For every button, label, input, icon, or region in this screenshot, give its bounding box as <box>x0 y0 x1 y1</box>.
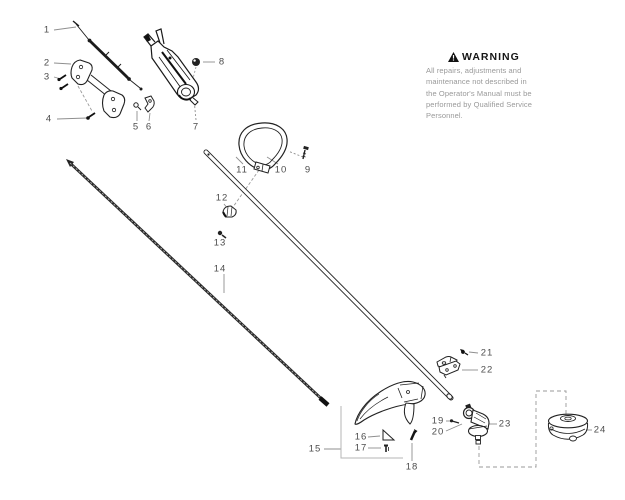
blade-screw-part-17 <box>384 444 389 452</box>
trimmer-head-part-24 <box>547 413 589 442</box>
knob-part-8 <box>192 58 200 66</box>
callout-4: 4 <box>45 113 53 125</box>
callout-20: 20 <box>431 426 445 438</box>
throttle-trigger-part-6 <box>144 95 155 113</box>
bracket-screws-part-3 <box>57 74 69 91</box>
guard-screw-part-18 <box>409 429 418 441</box>
callout-17: 17 <box>354 442 368 454</box>
guard-shield-part-15 <box>354 380 426 425</box>
callout-21: 21 <box>480 347 494 359</box>
handle-screw-part-9 <box>302 145 309 160</box>
clamp-screw-part-21 <box>460 349 469 356</box>
callout-23: 23 <box>498 418 512 430</box>
gearbox-screw-part-19 <box>449 419 460 424</box>
driveshaft-part-14 <box>66 159 330 407</box>
callout-8: 8 <box>218 56 226 68</box>
gearbox-part-23 <box>462 403 490 445</box>
warning-title: WARNING <box>462 51 520 63</box>
callout-16: 16 <box>354 431 368 443</box>
callout-19: 19 <box>431 415 445 427</box>
loop-handle-part-10 <box>238 122 288 174</box>
callout-11: 11 <box>236 164 248 176</box>
callout-7: 7 <box>192 121 200 133</box>
callout-15: 15 <box>308 443 322 455</box>
callout-1: 1 <box>43 24 51 36</box>
callout-14: 14 <box>213 263 227 275</box>
warning-triangle-icon <box>448 52 459 62</box>
shaft-tube-part-11 <box>203 149 454 401</box>
callout-6: 6 <box>145 121 153 133</box>
callout-22: 22 <box>480 364 494 376</box>
handle-bracket-part-2 <box>70 59 126 119</box>
throttle-cable-part-1 <box>72 20 143 91</box>
callout-10: 10 <box>274 164 288 176</box>
warning-title-row: WARNING <box>448 51 544 63</box>
callout-13: 13 <box>213 237 227 249</box>
warning-body-text: All repairs, adjustments and maintenance… <box>426 66 532 121</box>
callout-5: 5 <box>132 121 140 133</box>
screw-part-4 <box>86 112 96 120</box>
callout-12: 12 <box>215 192 229 204</box>
callout-18: 18 <box>405 461 419 473</box>
callout-3: 3 <box>43 71 51 83</box>
callout-9: 9 <box>304 164 312 176</box>
warning-note: WARNING All repairs, adjustments and mai… <box>426 51 544 121</box>
handle-housing-part-7 <box>143 28 200 106</box>
clip-part-5 <box>133 102 142 111</box>
line-limiter-blade-part-16 <box>382 428 396 441</box>
callout-24: 24 <box>593 424 607 436</box>
callout-2: 2 <box>43 57 51 69</box>
tube-clamp-part-22 <box>436 356 461 379</box>
assembly-bracket <box>340 406 403 459</box>
clamp-screw-part-13 <box>217 230 227 239</box>
handle-clamp-part-12 <box>222 205 237 218</box>
